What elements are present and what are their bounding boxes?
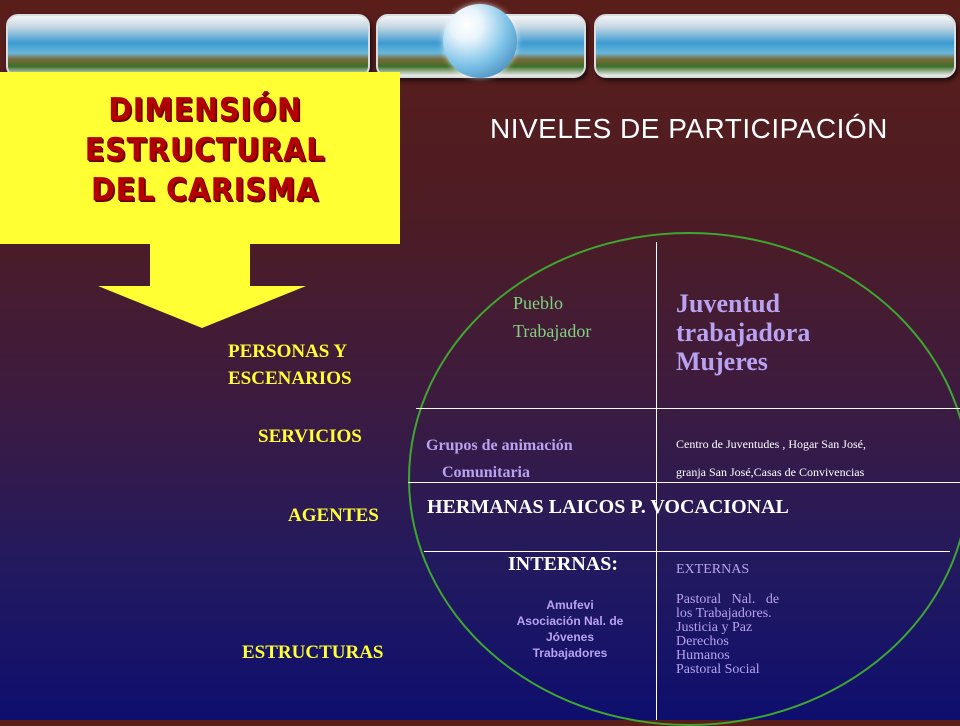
dimension-title: DIMENSIÓN ESTRUCTURAL DEL CARISMA	[72, 90, 339, 210]
centro-line-2: granja San José,Casas de Convivencias	[676, 465, 865, 479]
label-personas-line-1: PERSONAS Y	[228, 341, 348, 362]
grupos-animacion: Grupos de animación Comunitaria	[426, 432, 573, 486]
label-servicios: SERVICIOS	[258, 426, 362, 447]
arrow-down-icon	[98, 286, 306, 328]
globe-icon	[443, 4, 517, 78]
banner-left	[6, 14, 370, 78]
divider-estructuras	[424, 551, 950, 552]
label-agentes: AGENTES	[288, 505, 379, 526]
vertical-divider	[656, 242, 657, 720]
internas-title: INTERNAS:	[508, 553, 619, 575]
centro-juventudes: Centro de Juventudes , Hogar San José, g…	[676, 430, 866, 486]
centro-line-1: Centro de Juventudes , Hogar San José,	[676, 437, 866, 451]
juventud-line-1: Juventud	[676, 289, 781, 318]
agentes-row: HERMANAS LAICOS P. VOCACIONAL	[427, 496, 789, 518]
externas-item-3: Justicia y Paz	[676, 620, 753, 635]
divider-agentes	[408, 482, 960, 483]
grupos-line-1: Grupos de animación	[426, 437, 573, 454]
internas-item-2: Asociación Nal. de	[516, 614, 624, 628]
pueblo-line-1: Pueblo	[513, 293, 564, 313]
label-estructuras: ESTRUCTURAS	[242, 642, 384, 663]
pueblo-line-2: Trabajador	[513, 321, 592, 341]
pueblo-trabajador: Pueblo Trabajador	[513, 289, 591, 345]
arrow-stem	[150, 244, 250, 286]
externas-item-4: Derechos	[676, 634, 729, 649]
juventud-line-2: trabajadora	[676, 318, 811, 347]
label-personas-line-2: ESCENARIOS	[228, 368, 352, 389]
internas-item-4: Trabajadores	[532, 646, 608, 660]
juventud-line-3: Mujeres	[676, 347, 768, 376]
externas-item-6: Pastoral Social	[676, 662, 760, 677]
dimension-title-line-1: DIMENSIÓN	[108, 92, 302, 128]
dimension-title-line-2: ESTRUCTURAL	[84, 132, 326, 168]
externas-title: EXTERNAS	[676, 562, 750, 577]
dimension-box	[0, 72, 400, 244]
internas-list: Amufevi Asociación Nal. de Jóvenes Traba…	[500, 597, 640, 661]
internas-item-3: Jóvenes	[545, 630, 595, 644]
page-title: NIVELES DE PARTICIPACIÓN	[490, 113, 888, 144]
externas-item-1: Pastoral Nal. de	[676, 592, 780, 607]
externas-item-2: los Trabajadores.	[676, 606, 772, 621]
dimension-title-line-3: DEL CARISMA	[91, 172, 319, 208]
externas-item-5: Humanos	[676, 648, 730, 663]
externas-list: Pastoral Nal. de los Trabajadores. Justi…	[676, 593, 779, 677]
grupos-line-2: Comunitaria	[442, 464, 530, 481]
label-personas: PERSONAS Y ESCENARIOS	[228, 338, 352, 392]
juventud-trabajadora: Juventud trabajadora Mujeres	[676, 289, 810, 376]
internas-item-1: Amufevi	[546, 598, 594, 612]
banner-right	[594, 14, 956, 78]
divider-servicios	[416, 408, 960, 409]
